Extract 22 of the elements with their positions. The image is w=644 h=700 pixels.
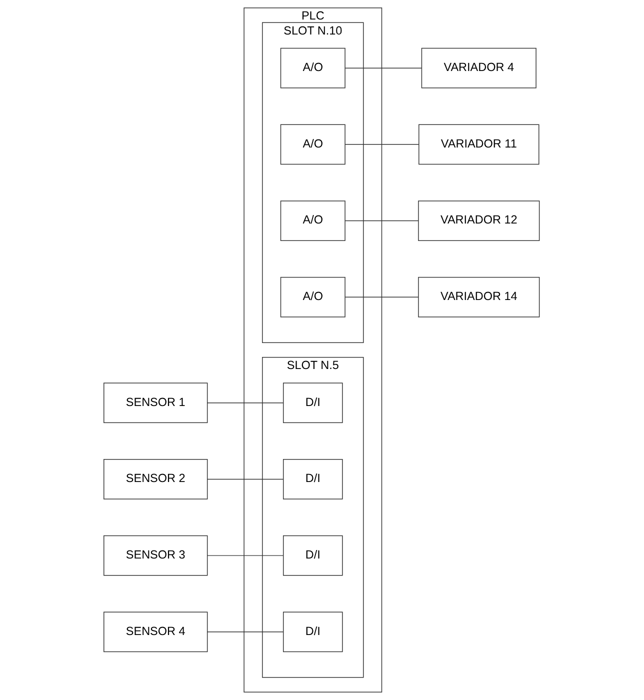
node-box: SENSOR 1 — [104, 382, 208, 424]
node-box: SENSOR 2 — [104, 459, 208, 500]
node-box: VARIADOR 12 — [418, 200, 540, 241]
node-box: D/I — [283, 612, 344, 652]
connector — [345, 144, 420, 145]
node-box: VARIADOR 11 — [418, 124, 540, 165]
connector — [207, 478, 284, 480]
node-box: VARIADOR 14 — [418, 276, 540, 318]
connector — [345, 296, 420, 298]
connector — [345, 220, 420, 222]
node-box: A/O — [280, 276, 346, 318]
node-box: VARIADOR 4 — [422, 48, 537, 88]
node-box: A/O — [280, 200, 346, 241]
node-box: A/O — [280, 124, 346, 165]
node-box: D/I — [283, 535, 344, 576]
node-box: A/O — [280, 48, 346, 88]
node-box: D/I — [283, 459, 344, 500]
node-box: D/I — [283, 382, 344, 424]
node-box: SENSOR 4 — [104, 612, 208, 652]
node-box: SENSOR 3 — [104, 535, 208, 576]
connector — [207, 402, 284, 404]
connector — [207, 555, 284, 556]
